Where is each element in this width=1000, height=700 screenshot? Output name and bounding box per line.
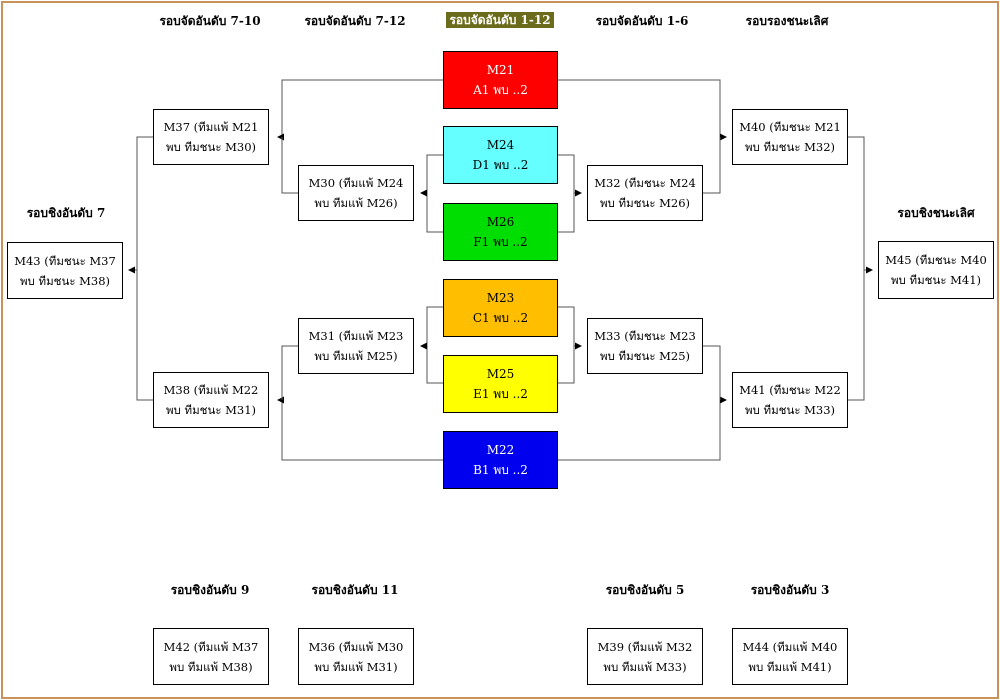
match-m25-title: M25	[486, 367, 515, 381]
match-m31-line1: M31 (ทีมแพ้ M23	[308, 329, 404, 343]
match-m41-line1: M41 (ทีมชนะ M22	[739, 383, 841, 397]
match-m43-line1: M43 (ทีมชนะ M37	[14, 253, 116, 268]
match-m43: M43 (ทีมชนะ M37 พบ ทีมชนะ M38)	[7, 242, 123, 299]
match-m31: M31 (ทีมแพ้ M23 พบ ทีมแพ้ M25)	[298, 318, 414, 374]
match-m24: M24 D1 พบ ..2	[443, 126, 558, 184]
match-m42: M42 (ทีมแพ้ M37 พบ ทีมแพ้ M38)	[153, 628, 269, 685]
match-m31-line2: พบ ทีมแพ้ M25)	[314, 349, 398, 363]
match-m24-teams: D1 พบ ..2	[472, 158, 529, 172]
match-m45-line2: พบ ทีมชนะ M41)	[890, 273, 982, 287]
match-m41: M41 (ทีมชนะ M22 พบ ทีมชนะ M33)	[732, 372, 848, 428]
match-m36-line2: พบ ทีมแพ้ M31)	[314, 659, 398, 674]
match-m26-teams: F1 พบ ..2	[473, 235, 528, 249]
match-m22-teams: B1 พบ ..2	[473, 463, 528, 477]
match-m33-line1: M33 (ทีมชนะ M23	[594, 329, 696, 343]
header-semifinal: รอบรองชนะเลิศ	[745, 14, 829, 28]
match-m32-line2: พบ ทีมชนะ M26)	[599, 196, 691, 210]
match-m42-line2: พบ ทีมแพ้ M38)	[169, 659, 253, 674]
match-m40: M40 (ทีมชนะ M21 พบ ทีมชนะ M32)	[732, 109, 848, 165]
match-m32-line1: M32 (ทีมชนะ M24	[594, 176, 696, 190]
match-m22-title: M22	[486, 443, 515, 457]
header-round-7-12: รอบจัดอันดับ 7-12	[304, 14, 406, 28]
match-m23-title: M23	[486, 291, 515, 305]
match-m37-line1: M37 (ทีมแพ้ M21	[163, 120, 259, 134]
match-m36: M36 (ทีมแพ้ M30 พบ ทีมแพ้ M31)	[298, 628, 414, 685]
match-m24-title: M24	[486, 138, 515, 152]
match-m21-title: M21	[486, 63, 515, 77]
match-m39-line1: M39 (ทีมแพ้ M32	[597, 639, 693, 654]
match-m38-line2: พบ ทีมชนะ M31)	[165, 403, 257, 417]
match-m37: M37 (ทีมแพ้ M21 พบ ทีมชนะ M30)	[153, 109, 269, 165]
match-m33: M33 (ทีมชนะ M23 พบ ทีมชนะ M25)	[587, 318, 703, 374]
match-m25: M25 E1 พบ ..2	[443, 355, 558, 413]
match-m40-line1: M40 (ทีมชนะ M21	[739, 120, 841, 134]
match-m44: M44 (ทีมแพ้ M40 พบ ทีมแพ้ M41)	[732, 628, 848, 685]
match-m38: M38 (ทีมแพ้ M22 พบ ทีมชนะ M31)	[153, 372, 269, 428]
match-m36-line1: M36 (ทีมแพ้ M30	[308, 639, 404, 654]
match-m21-teams: A1 พบ ..2	[473, 83, 528, 97]
header-final-11th: รอบชิงอันดับ 11	[311, 583, 399, 597]
match-m33-line2: พบ ทีมชนะ M25)	[599, 349, 691, 363]
match-m22: M22 B1 พบ ..2	[443, 431, 558, 489]
match-m40-line2: พบ ทีมชนะ M32)	[744, 140, 836, 154]
match-m45-line1: M45 (ทีมชนะ M40	[885, 253, 987, 267]
header-round-1-6: รอบจัดอันดับ 1-6	[595, 14, 689, 28]
match-m42-line1: M42 (ทีมแพ้ M37	[163, 639, 259, 654]
header-round-1-12: รอบจัดอันดับ 1-12	[440, 11, 560, 30]
match-m26: M26 F1 พบ ..2	[443, 203, 558, 261]
match-m30: M30 (ทีมแพ้ M24 พบ ทีมแพ้ M26)	[298, 165, 414, 221]
match-m23-teams: C1 พบ ..2	[472, 311, 529, 325]
header-final-3rd: รอบชิงอันดับ 3	[750, 583, 830, 597]
match-m44-line2: พบ ทีมแพ้ M41)	[748, 659, 832, 674]
match-m44-line1: M44 (ทีมแพ้ M40	[742, 639, 838, 654]
match-m41-line2: พบ ทีมชนะ M33)	[744, 403, 836, 417]
header-final-5th: รอบชิงอันดับ 5	[605, 583, 685, 597]
match-m30-line1: M30 (ทีมแพ้ M24	[308, 176, 404, 190]
match-m39: M39 (ทีมแพ้ M32 พบ ทีมแพ้ M33)	[587, 628, 703, 685]
match-m23: M23 C1 พบ ..2	[443, 279, 558, 337]
match-m32: M32 (ทีมชนะ M24 พบ ทีมชนะ M26)	[587, 165, 703, 221]
header-final: รอบชิงชนะเลิศ	[897, 206, 975, 220]
match-m25-teams: E1 พบ ..2	[473, 387, 528, 401]
match-m30-line2: พบ ทีมแพ้ M26)	[314, 196, 398, 210]
match-m37-line2: พบ ทีมชนะ M30)	[165, 140, 257, 154]
header-final-9th: รอบชิงอันดับ 9	[170, 583, 250, 597]
match-m38-line1: M38 (ทีมแพ้ M22	[163, 383, 259, 397]
match-m21: M21 A1 พบ ..2	[443, 51, 558, 109]
header-final-7th: รอบชิงอันดับ 7	[26, 206, 106, 220]
match-m39-line2: พบ ทีมแพ้ M33)	[603, 659, 687, 674]
match-m43-line2: พบ ทีมชนะ M38)	[19, 273, 111, 288]
header-round-1-12-label: รอบจัดอันดับ 1-12	[446, 12, 554, 28]
match-m26-title: M26	[486, 215, 515, 229]
header-round-7-10: รอบจัดอันดับ 7-10	[159, 14, 261, 28]
match-m45: M45 (ทีมชนะ M40 พบ ทีมชนะ M41)	[878, 241, 994, 299]
